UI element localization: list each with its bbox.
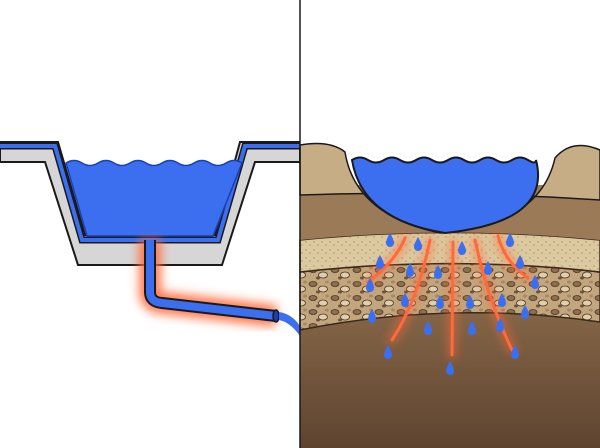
basin-water: [350, 156, 540, 235]
outflow: [279, 312, 300, 336]
water: [65, 159, 243, 237]
left-panel: [0, 141, 301, 336]
right-panel: [299, 0, 600, 448]
seepage-lines: [364, 232, 532, 359]
